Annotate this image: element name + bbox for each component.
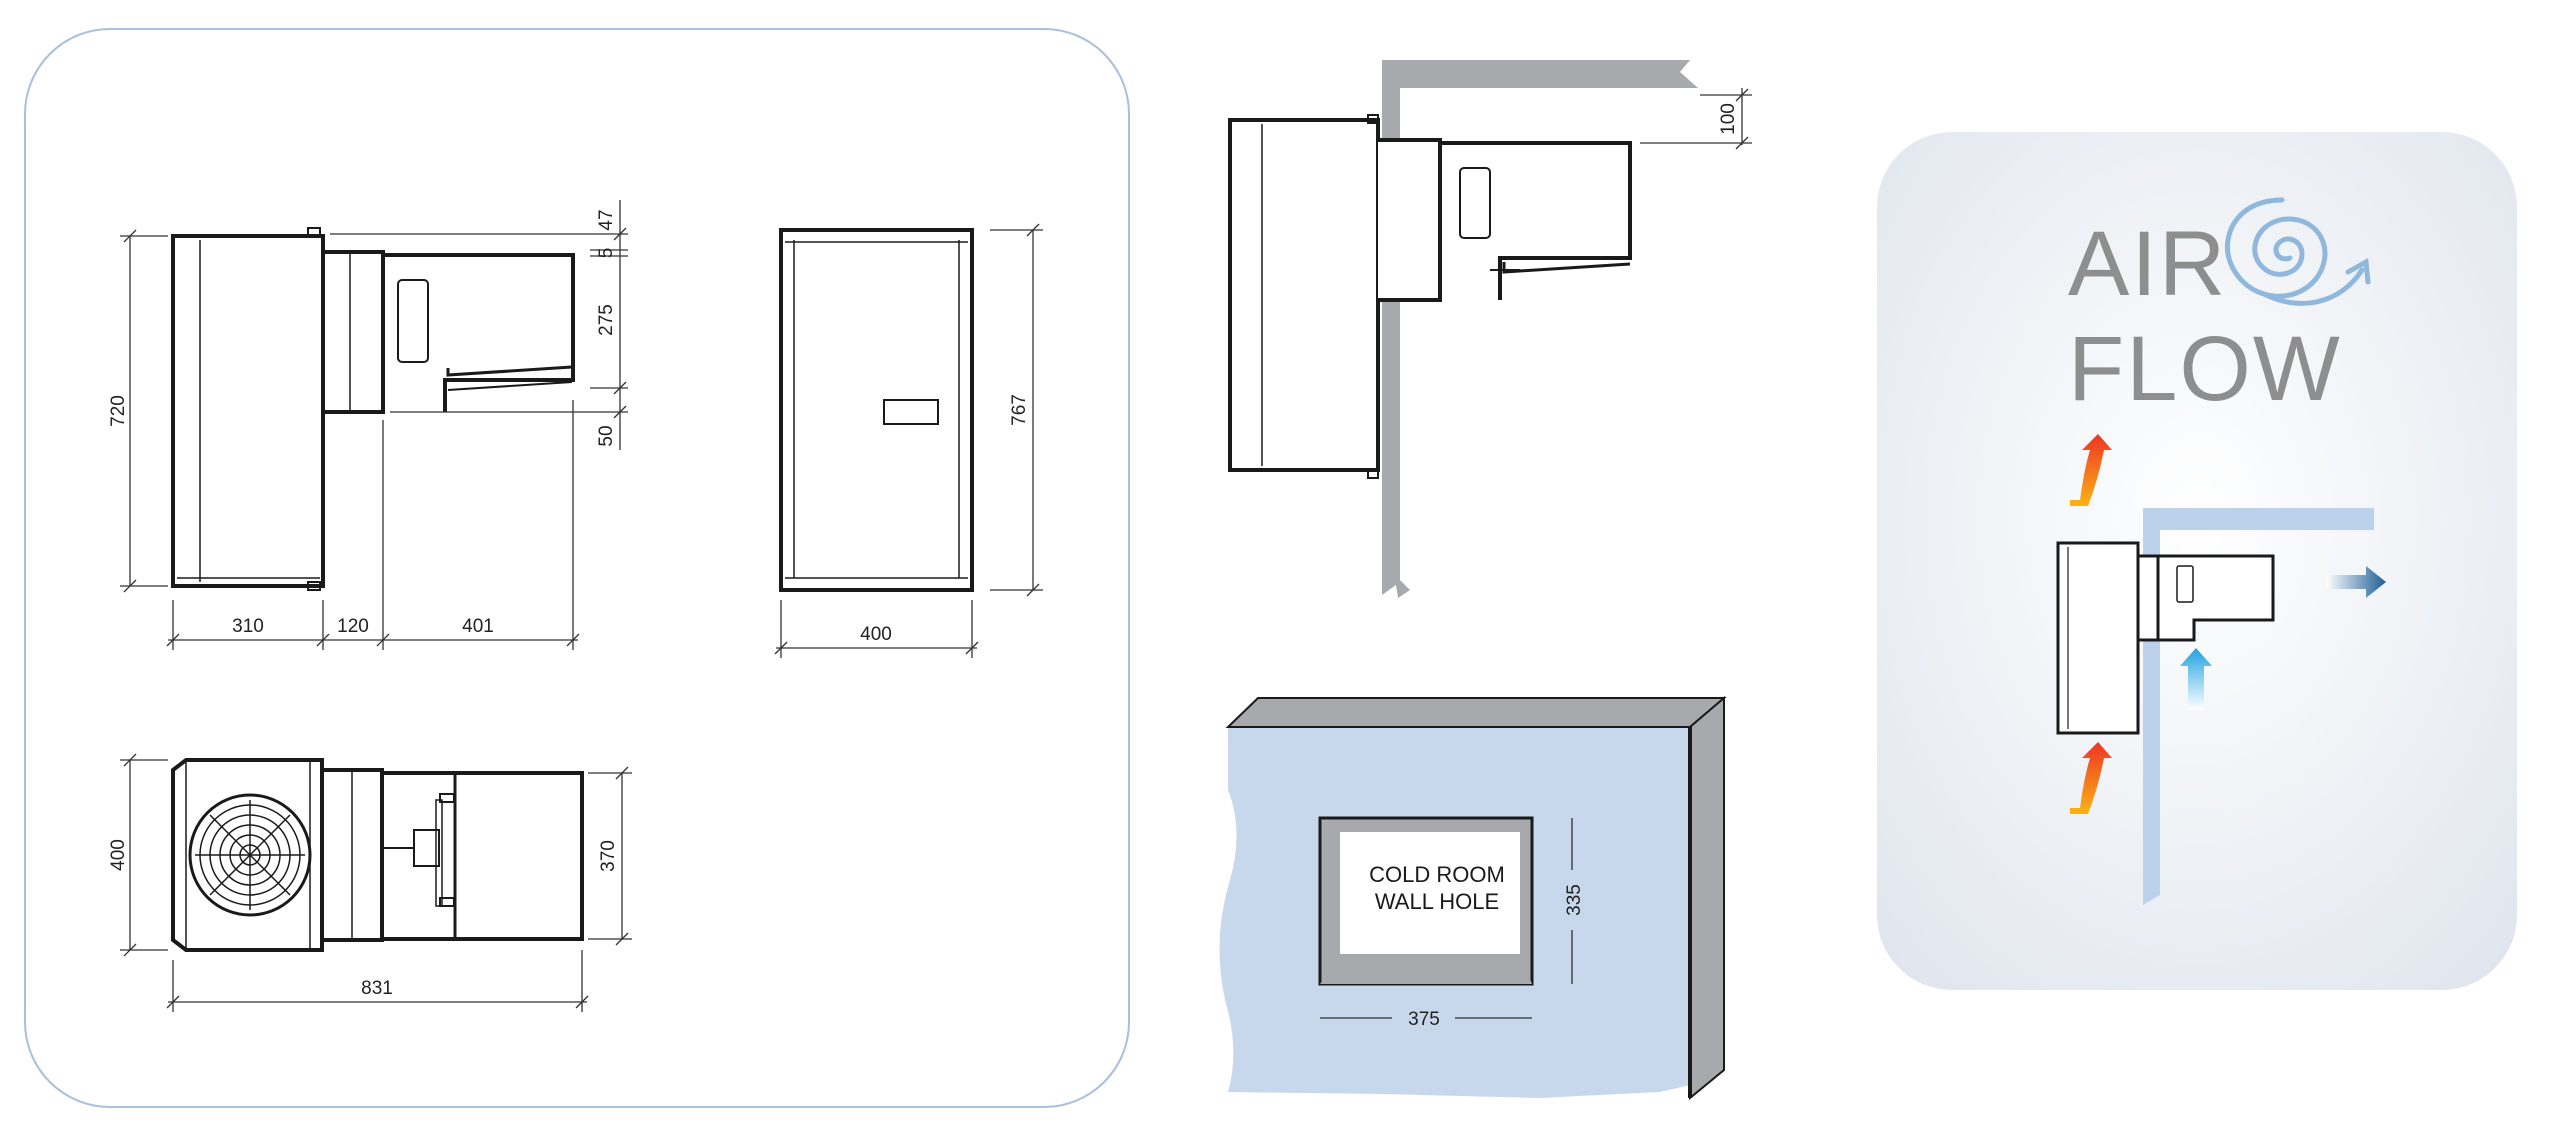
dim-front-evap-width: 310 bbox=[232, 616, 264, 637]
wall-hole-dimensions bbox=[1320, 818, 1573, 1019]
dim-top-depth: 400 bbox=[108, 839, 129, 871]
dim-hole-width: 375 bbox=[1408, 1009, 1440, 1030]
hot-air-arrow-bottom bbox=[2070, 742, 2112, 814]
front-view-dimensions bbox=[120, 200, 628, 650]
front-view bbox=[171, 227, 575, 591]
dimensions-panel bbox=[24, 28, 1130, 1108]
front-condenser-body bbox=[383, 253, 575, 412]
side-unit-body bbox=[779, 228, 974, 592]
front-wall-section bbox=[323, 250, 385, 414]
swirl-icon bbox=[2224, 197, 2371, 306]
dim-front-gap: 5 bbox=[596, 248, 617, 259]
dim-front-top-offset: 47 bbox=[596, 209, 617, 230]
dim-clearance: 100 bbox=[1718, 103, 1739, 135]
dim-front-condenser-width: 401 bbox=[462, 616, 494, 637]
airflow-title-line1: AIR bbox=[2068, 213, 2227, 315]
room-wall-side bbox=[1689, 695, 1725, 1101]
blue-air-arrow bbox=[2326, 566, 2386, 598]
dim-side-width: 400 bbox=[860, 624, 892, 645]
dim-hole-height: 335 bbox=[1564, 884, 1585, 916]
fan-grille-icon bbox=[188, 793, 312, 917]
wall-hole-label-line1: COLD ROOM bbox=[1369, 862, 1505, 887]
wall-hole-label-line2: WALL HOLE bbox=[1375, 889, 1499, 914]
cold-air-arrow bbox=[2180, 648, 2212, 710]
dim-front-condenser-height: 275 bbox=[596, 304, 617, 336]
top-condenser-outline bbox=[380, 771, 584, 941]
side-view-dimensions bbox=[774, 223, 1043, 658]
room-wall-top bbox=[1225, 697, 1727, 728]
top-view-dimensions bbox=[120, 753, 632, 1012]
wall-hole-view: COLD ROOM WALL HOLE 335 375 bbox=[1219, 695, 1727, 1101]
dim-front-bottom-gap: 50 bbox=[596, 425, 617, 446]
dim-side-height: 767 bbox=[1009, 394, 1030, 426]
clearance-dimension bbox=[1640, 88, 1752, 150]
airflow-diagram bbox=[2056, 434, 2386, 905]
hot-air-arrow-top bbox=[2070, 434, 2112, 506]
installation-view: 100 bbox=[1228, 60, 1752, 598]
dim-top-condenser-depth: 370 bbox=[598, 840, 619, 872]
side-nameplate bbox=[883, 399, 939, 425]
dim-front-wall-width: 120 bbox=[337, 616, 369, 637]
dim-top-length: 831 bbox=[361, 978, 393, 999]
dim-front-height: 720 bbox=[108, 395, 129, 427]
airflow-title-line2: FLOW bbox=[2068, 318, 2342, 420]
top-view bbox=[171, 758, 584, 952]
side-view bbox=[779, 228, 974, 592]
